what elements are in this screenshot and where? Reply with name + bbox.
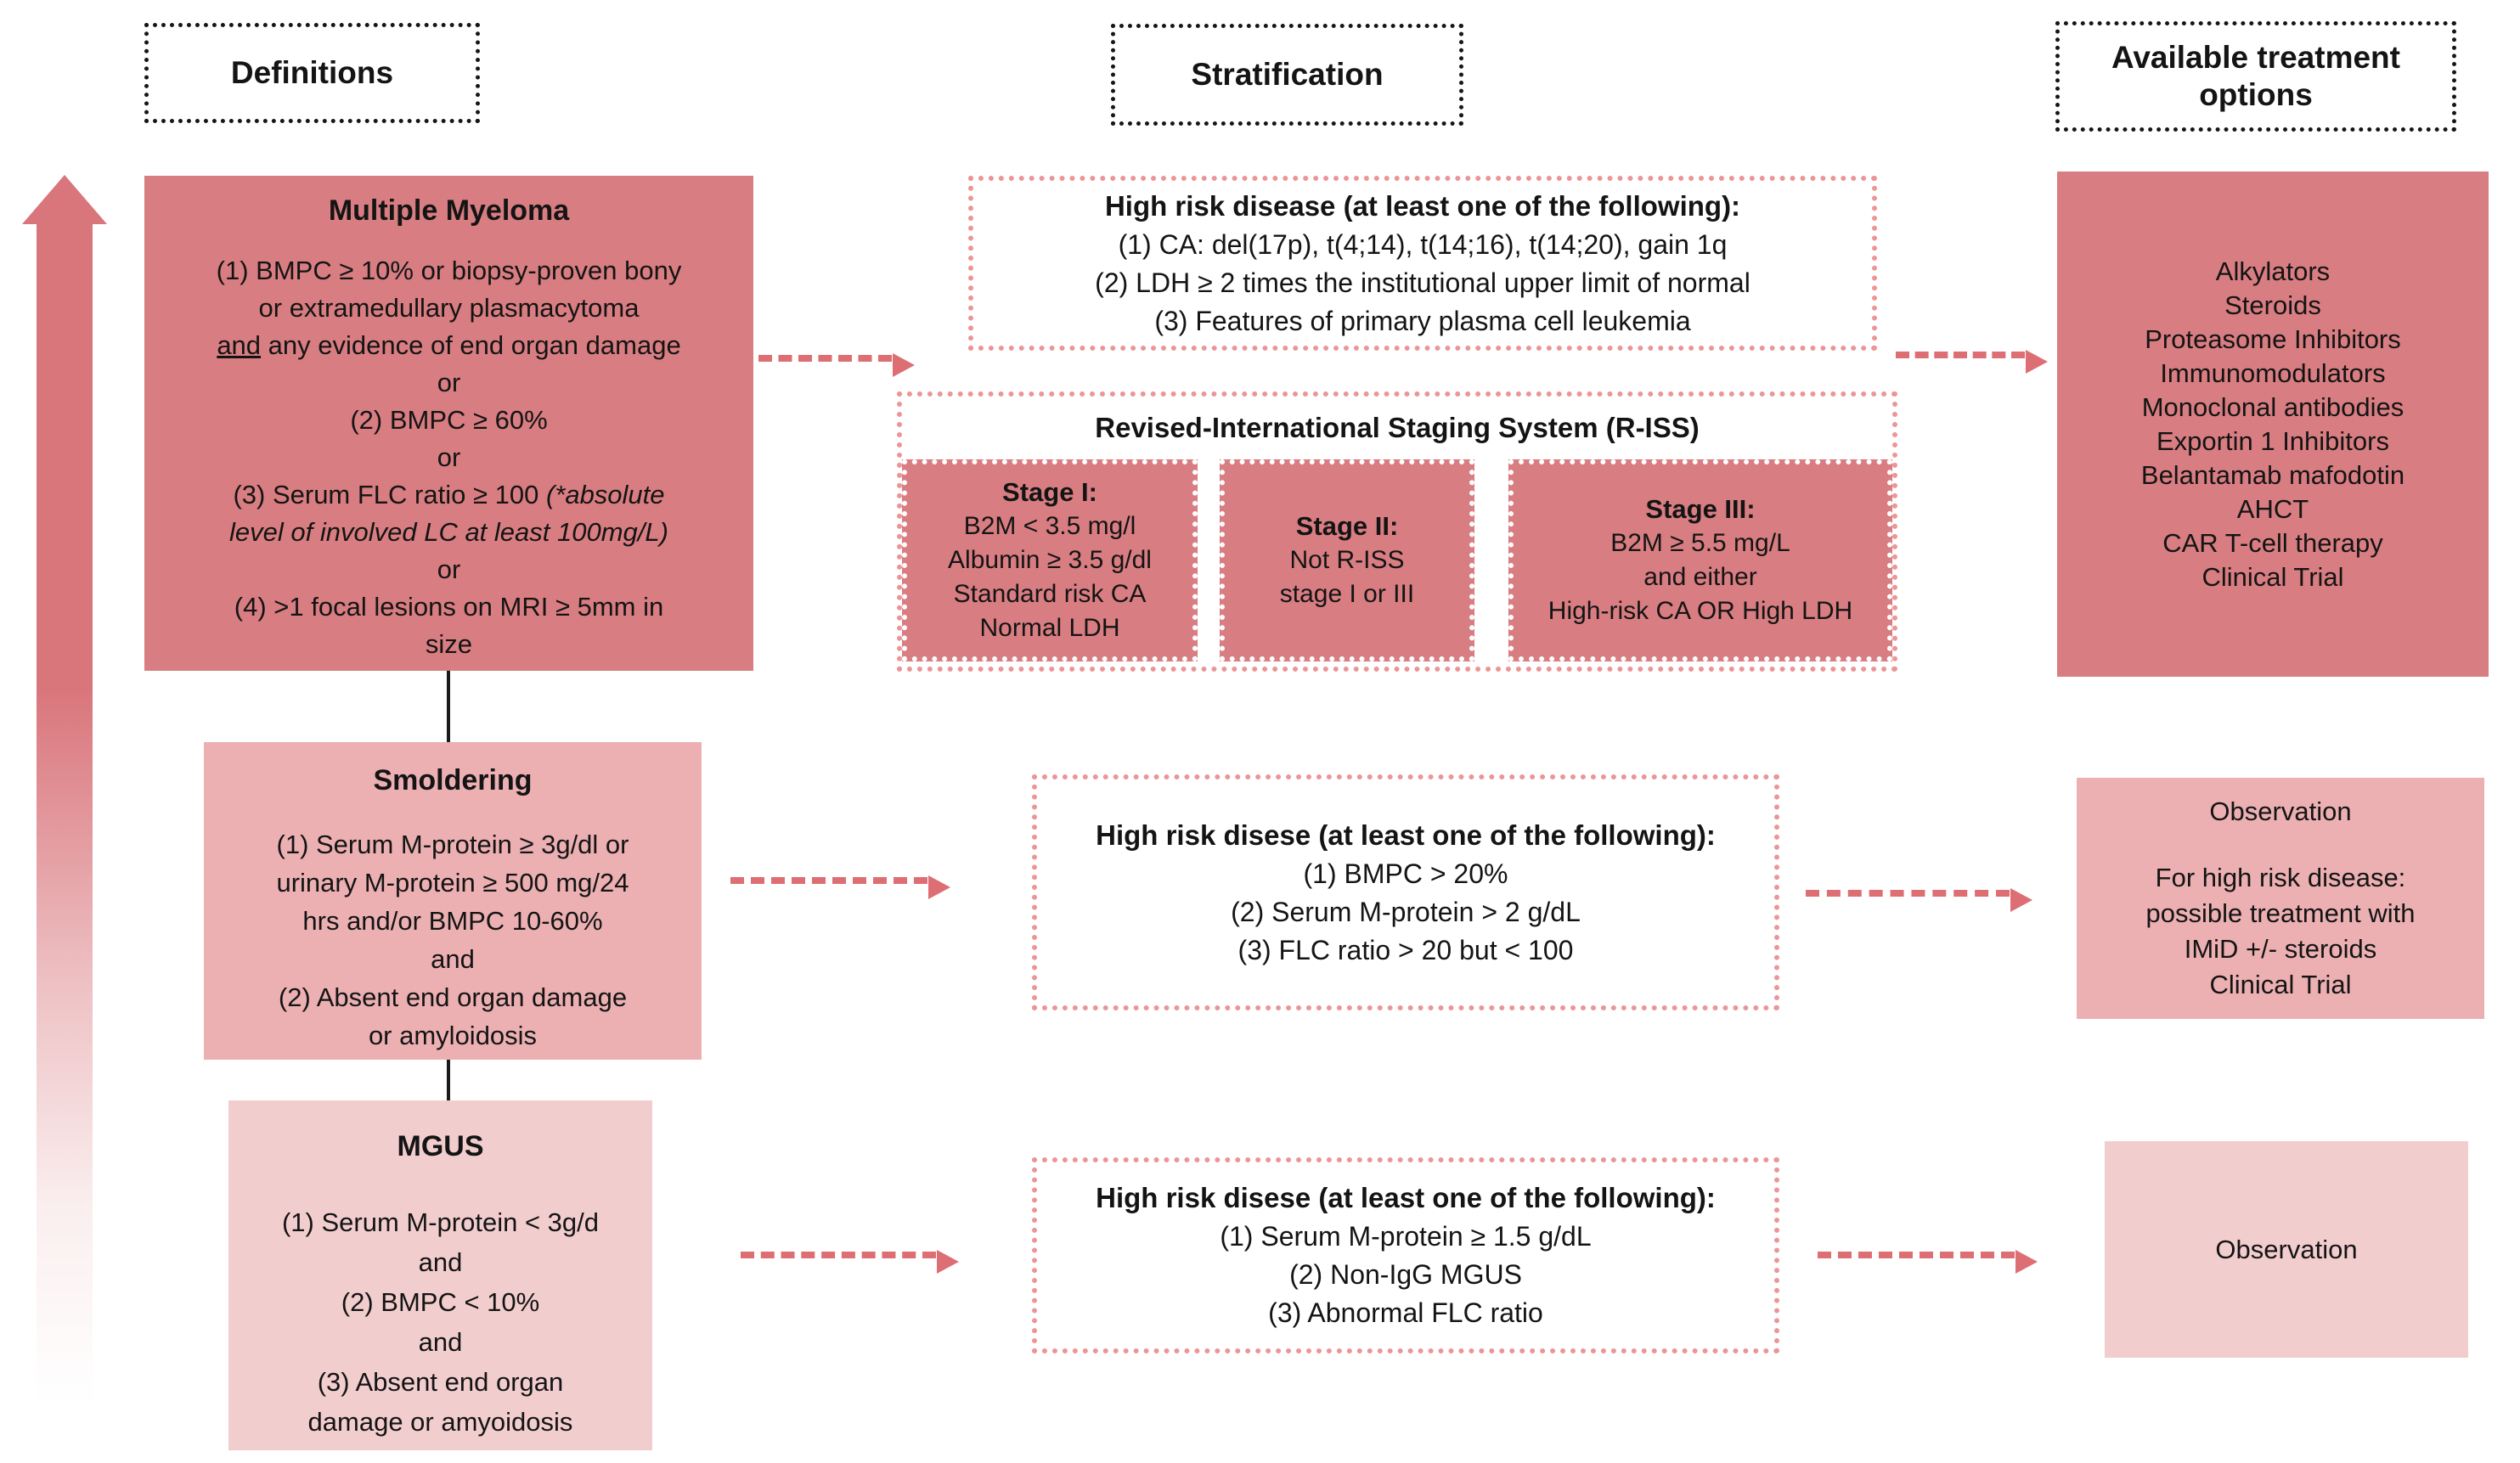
riss-stage1-title: Stage I: — [1002, 477, 1097, 507]
riss-stage1-box: Stage I: B2M < 3.5 mg/l Albumin ≥ 3.5 g/… — [902, 459, 1198, 661]
mgus-high-risk-criteria: (1) Serum M-protein ≥ 1.5 g/dL (2) Non-I… — [1220, 1221, 1592, 1328]
smoldering-treatment-detail: For high risk disease: possible treatmen… — [2145, 863, 2416, 999]
riss-stage3-criteria: B2M ≥ 5.5 mg/L and either High-risk CA O… — [1548, 529, 1853, 625]
multiple-myeloma-criteria: (1) BMPC ≥ 10% or biopsy-proven bony or … — [216, 256, 682, 659]
smoldering-treatment-title: Observation — [2209, 796, 2352, 826]
riss-box: Revised-International Staging System (R-… — [897, 391, 1897, 672]
riss-title: Revised-International Staging System (R-… — [1095, 412, 1700, 443]
smoldering-high-risk-criteria: (1) BMPC > 20% (2) Serum M-protein > 2 g… — [1231, 858, 1581, 965]
arrow-mm-to-stratification — [758, 353, 915, 377]
smoldering-box: Smoldering (1) Serum M-protein ≥ 3g/dl o… — [204, 742, 702, 1060]
smoldering-treatment-box: Observation For high risk disease: possi… — [2077, 778, 2484, 1019]
mgus-treatment-box: Observation — [2105, 1141, 2468, 1358]
mm-to-smoldering-connector — [447, 671, 450, 742]
mgus-treatment-title: Observation — [2215, 1234, 2358, 1264]
multiple-myeloma-title: Multiple Myeloma — [328, 194, 570, 227]
treatment-header: Available treatment options — [2055, 21, 2456, 132]
definitions-header: Definitions — [144, 23, 480, 123]
stratification-header: Stratification — [1111, 24, 1463, 126]
mm-high-risk-box: High risk disease (at least one of the f… — [968, 176, 1877, 351]
riss-stage2-criteria: Not R-ISS stage I or III — [1279, 546, 1415, 608]
mgus-high-risk-title: High risk disese (at least one of the fo… — [1096, 1182, 1716, 1213]
riss-stage3-title: Stage III: — [1645, 494, 1756, 524]
riss-stage1-criteria: B2M < 3.5 mg/l Albumin ≥ 3.5 g/dl Standa… — [948, 512, 1152, 642]
riss-stage2-title: Stage II: — [1295, 511, 1399, 541]
arrow-stratification-to-mgus-treatment — [1818, 1250, 2038, 1274]
mm-high-risk-title: High risk disease (at least one of the f… — [1104, 189, 1741, 222]
progression-arrow-head — [22, 175, 107, 224]
smoldering-high-risk-title: High risk disese (at least one of the fo… — [1096, 819, 1716, 851]
mm-treatment-box: Alkylators Steroids Proteasome Inhibitor… — [2057, 172, 2489, 677]
definitions-header-label: Definitions — [230, 55, 394, 90]
mgus-criteria: (1) Serum M-protein < 3g/d and (2) BMPC … — [281, 1207, 599, 1437]
smoldering-criteria: (1) Serum M-protein ≥ 3g/dl or urinary M… — [276, 830, 629, 1050]
mgus-high-risk-box: High risk disese (at least one of the fo… — [1032, 1157, 1779, 1353]
arrow-stratification-to-mm-treatment — [1896, 350, 2048, 374]
progression-arrow-shaft — [37, 222, 93, 1454]
mm-high-risk-criteria: (1) CA: del(17p), t(4;14), t(14;16), t(1… — [1095, 228, 1750, 336]
smoldering-high-risk-box: High risk disese (at least one of the fo… — [1032, 774, 1779, 1010]
riss-stage3-box: Stage III: B2M ≥ 5.5 mg/L and either Hig… — [1508, 459, 1892, 661]
multiple-myeloma-box: Multiple Myeloma (1) BMPC ≥ 10% or biops… — [144, 176, 753, 671]
mgus-box: MGUS (1) Serum M-protein < 3g/d and (2) … — [228, 1100, 652, 1450]
arrow-smoldering-to-stratification — [730, 875, 950, 899]
smoldering-title: Smoldering — [373, 764, 533, 796]
arrow-stratification-to-smoldering-treatment — [1806, 888, 2032, 912]
riss-stage2-box: Stage II: Not R-ISS stage I or III — [1220, 459, 1474, 661]
arrow-mgus-to-stratification — [741, 1250, 959, 1274]
stratification-header-label: Stratification — [1191, 57, 1384, 92]
smoldering-to-mgus-connector — [447, 1060, 450, 1100]
treatment-header-label: Available treatment options — [2111, 40, 2400, 112]
mgus-title: MGUS — [397, 1130, 484, 1162]
mm-treatment-list: Alkylators Steroids Proteasome Inhibitor… — [2140, 256, 2405, 592]
